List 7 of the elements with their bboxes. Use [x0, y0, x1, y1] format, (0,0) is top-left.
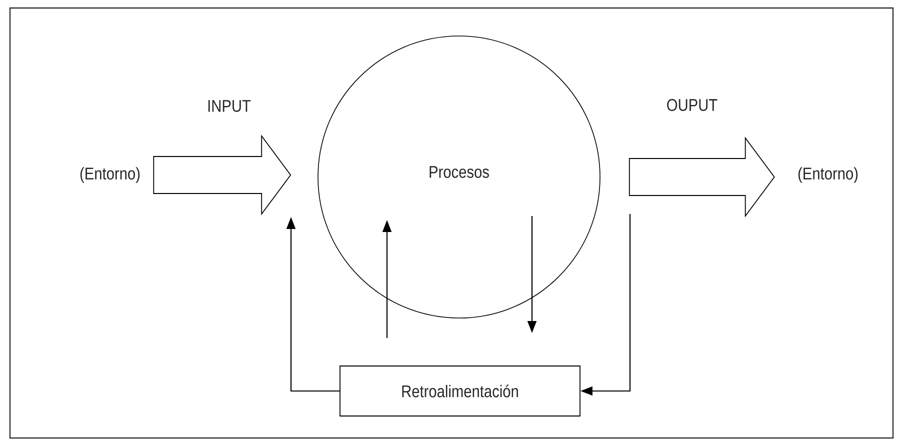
feedback-box: Retroalimentación	[340, 366, 580, 416]
environment-label: (Entorno)	[798, 167, 858, 183]
edge-label: OUPUT	[664, 96, 720, 114]
environment-label: (Entorno)	[80, 167, 140, 183]
edge-label: INPUT	[205, 98, 253, 114]
block-arrow	[628, 136, 775, 218]
block-arrow	[153, 134, 292, 216]
